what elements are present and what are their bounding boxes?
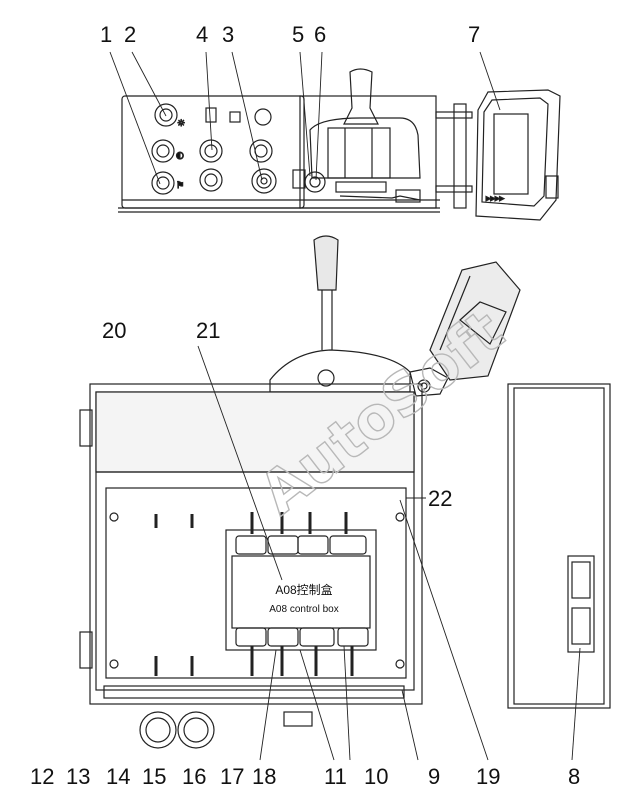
svg-text:☼: ☼ <box>177 119 185 129</box>
label-7: 7 <box>468 22 480 47</box>
label-4: 4 <box>196 22 208 47</box>
label-9: 9 <box>428 764 440 789</box>
label-21: 21 <box>196 318 220 343</box>
part-labels: 1 2 4 3 5 6 7 20 21 22 12 13 14 15 16 17… <box>30 22 580 789</box>
label-12: 12 <box>30 764 54 789</box>
a08-control-box <box>225 529 377 651</box>
side-connector <box>567 555 595 653</box>
label-1: 1 <box>100 22 112 47</box>
label-5: 5 <box>292 22 304 47</box>
control-box-side-view <box>507 383 611 709</box>
control-box-title-cn: A08控制盒 <box>275 582 332 597</box>
label-10: 10 <box>364 764 388 789</box>
leader-lines <box>109 51 581 761</box>
bracket-handle: ▸▸▸▸ <box>435 89 561 221</box>
lever-assembly <box>269 235 521 397</box>
svg-text:▸▸▸▸: ▸▸▸▸ <box>486 194 505 204</box>
switch-column-2 <box>199 107 241 192</box>
label-2: 2 <box>124 22 136 47</box>
gear-lever-housing <box>309 68 421 203</box>
label-16: 16 <box>182 764 206 789</box>
label-8: 8 <box>568 764 580 789</box>
control-box-housing <box>79 383 423 749</box>
label-11: 11 <box>324 764 347 789</box>
control-box-title-en: A08 control box <box>269 604 339 615</box>
label-18: 18 <box>252 764 276 789</box>
label-3: 3 <box>222 22 234 47</box>
label-13: 13 <box>66 764 90 789</box>
label-14: 14 <box>106 764 130 789</box>
switch-column-3 <box>249 108 277 194</box>
switch-panel: ☼ ◐ ⚑ <box>118 68 561 221</box>
label-19: 19 <box>476 764 500 789</box>
key-switch <box>292 169 326 193</box>
label-17: 17 <box>220 764 244 789</box>
label-15: 15 <box>142 764 166 789</box>
switch-column-1: ☼ ◐ ⚑ <box>151 103 186 195</box>
label-22: 22 <box>428 486 452 511</box>
svg-text:⚑: ⚑ <box>176 181 184 191</box>
label-6: 6 <box>314 22 326 47</box>
label-20: 20 <box>102 318 126 343</box>
svg-text:◐: ◐ <box>176 151 184 161</box>
